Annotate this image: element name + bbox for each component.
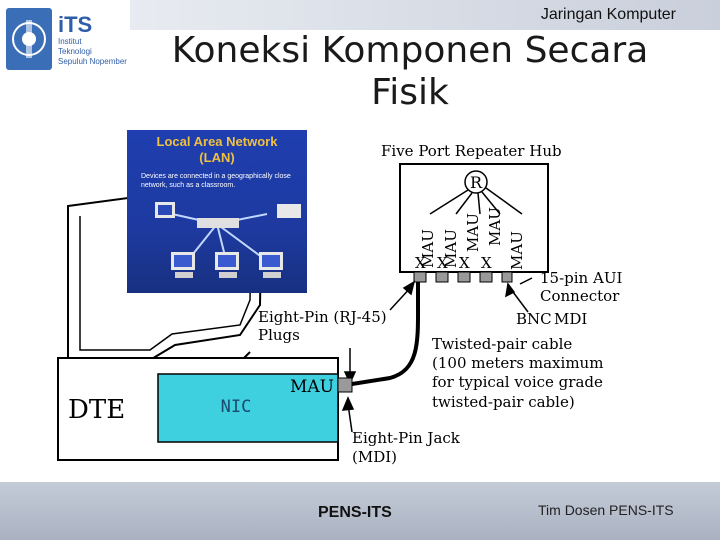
svg-text:NIC: NIC	[221, 397, 252, 417]
its-logo: iTS Institut Teknologi Sepuluh Nopember	[6, 8, 127, 70]
lan-subtitle: (LAN)	[199, 150, 235, 165]
svg-text:BNC: BNC	[516, 310, 552, 328]
svg-text:15-pin AUI: 15-pin AUI	[540, 269, 622, 287]
logo-abbrev: iTS	[58, 12, 92, 37]
svg-text:for typical voice grade: for typical voice grade	[432, 373, 603, 391]
lan-bullet: Devices are connected in a geographicall…	[141, 173, 291, 189]
svg-text:MAU: MAU	[464, 213, 482, 252]
svg-text:MAU: MAU	[508, 231, 526, 270]
footer-institution: PENS-ITS	[318, 504, 392, 521]
footer-author: Tim Dosen PENS-ITS	[538, 502, 674, 518]
svg-text:Plugs: Plugs	[258, 326, 300, 344]
lan-illustration: Local Area Network (LAN) Devices are con…	[127, 130, 307, 293]
svg-text:R: R	[470, 173, 483, 192]
svg-text:DTE: DTE	[68, 395, 125, 425]
header-band: Jaringan Komputer	[130, 0, 720, 30]
svg-text:Twisted-pair cable: Twisted-pair cable	[432, 335, 572, 353]
svg-text:MAU: MAU	[486, 207, 504, 246]
slide-title: Koneksi Komponen Secara Fisik	[171, 30, 649, 113]
svg-text:(MDI): (MDI)	[352, 448, 397, 466]
svg-text:MAU: MAU	[442, 229, 460, 268]
svg-text:Teknologi: Teknologi	[58, 47, 92, 56]
svg-text:Five Port Repeater Hub: Five Port Repeater Hub	[381, 142, 562, 160]
svg-text:MAU: MAU	[290, 377, 334, 397]
nic-card	[157, 373, 339, 443]
footer-band: PENS-ITS Tim Dosen PENS-ITS	[0, 482, 720, 540]
nic-mau-port	[337, 377, 353, 393]
svg-text:MDI: MDI	[554, 310, 587, 328]
twisted-pair-cable	[351, 282, 421, 386]
svg-text:Connector: Connector	[540, 287, 620, 305]
repeater-circle	[464, 170, 488, 194]
lan-computers-icon	[155, 202, 301, 278]
lan-title: Local Area Network	[156, 134, 278, 149]
course-title: Jaringan Komputer	[540, 6, 676, 23]
svg-text:X: X	[481, 254, 492, 272]
svg-text:Sepuluh Nopember: Sepuluh Nopember	[58, 57, 127, 66]
svg-text:(100 meters maximum: (100 meters maximum	[432, 354, 603, 372]
svg-text:MAU: MAU	[419, 229, 437, 268]
svg-text:X: X	[415, 254, 426, 272]
svg-text:Eight-Pin Jack: Eight-Pin Jack	[352, 429, 461, 447]
svg-text:X: X	[437, 254, 448, 272]
svg-text:Institut: Institut	[58, 37, 82, 46]
svg-text:Eight-Pin (RJ-45): Eight-Pin (RJ-45)	[258, 308, 387, 326]
svg-text:twisted-pair cable): twisted-pair cable)	[432, 393, 575, 411]
svg-text:X: X	[459, 254, 470, 272]
